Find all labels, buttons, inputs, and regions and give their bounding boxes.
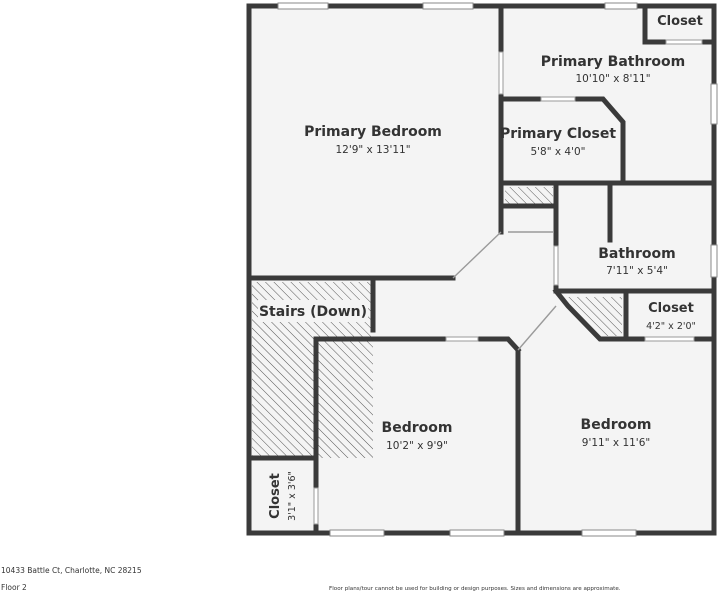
room-name: Primary Bedroom bbox=[304, 124, 442, 140]
room-name: Closet bbox=[648, 301, 694, 316]
room-dimensions: 5'8" x 4'0" bbox=[530, 146, 585, 158]
door-openings bbox=[313, 39, 703, 525]
windows bbox=[277, 2, 718, 537]
property-address: 10433 Battle Ct, Charlotte, NC 28215 bbox=[1, 566, 142, 575]
room-name: Primary Bathroom bbox=[541, 54, 685, 70]
room-bathroom: Bathroom 7'11" x 5'4" bbox=[598, 246, 676, 277]
chase-hatch-top bbox=[505, 187, 553, 204]
room-primary-bath-closet: Closet bbox=[657, 14, 703, 29]
floor-label: Floor 2 bbox=[1, 583, 27, 592]
room-hall-closet: Closet 4'2" x 2'0" bbox=[646, 301, 696, 332]
room-name: Closet bbox=[268, 473, 283, 519]
room-primary-closet: Primary Closet 5'8" x 4'0" bbox=[500, 126, 616, 158]
room-stairs: Stairs (Down) bbox=[258, 300, 368, 322]
room-primary-bathroom: Primary Bathroom 10'10" x 8'11" bbox=[541, 54, 685, 85]
room-name: Bathroom bbox=[598, 246, 676, 262]
room-name: Closet bbox=[657, 14, 703, 29]
room-bedroom-right: Bedroom 9'11" x 11'6" bbox=[581, 417, 652, 449]
chase-hatch-bottom bbox=[568, 297, 622, 336]
room-bedroom-left: Bedroom 10'2" x 9'9" bbox=[382, 420, 453, 452]
door-lines bbox=[452, 231, 557, 351]
room-name: Primary Closet bbox=[500, 126, 616, 142]
room-name: Bedroom bbox=[382, 420, 453, 436]
room-dimensions: 3'1" x 3'6" bbox=[287, 471, 298, 521]
room-name: Stairs (Down) bbox=[259, 304, 367, 320]
disclaimer-text: Floor plans/tour cannot be used for buil… bbox=[329, 586, 621, 592]
room-name: Bedroom bbox=[581, 417, 652, 433]
room-primary-bedroom: Primary Bedroom 12'9" x 13'11" bbox=[304, 124, 442, 156]
room-bedroom-closet: Closet 3'1" x 3'6" bbox=[268, 471, 298, 521]
room-dimensions: 10'2" x 9'9" bbox=[386, 440, 448, 452]
room-dimensions: 10'10" x 8'11" bbox=[575, 73, 650, 85]
room-dimensions: 7'11" x 5'4" bbox=[606, 265, 668, 277]
room-dimensions: 12'9" x 13'11" bbox=[335, 144, 410, 156]
room-dimensions: 9'11" x 11'6" bbox=[582, 437, 650, 449]
room-dimensions: 4'2" x 2'0" bbox=[646, 321, 696, 332]
